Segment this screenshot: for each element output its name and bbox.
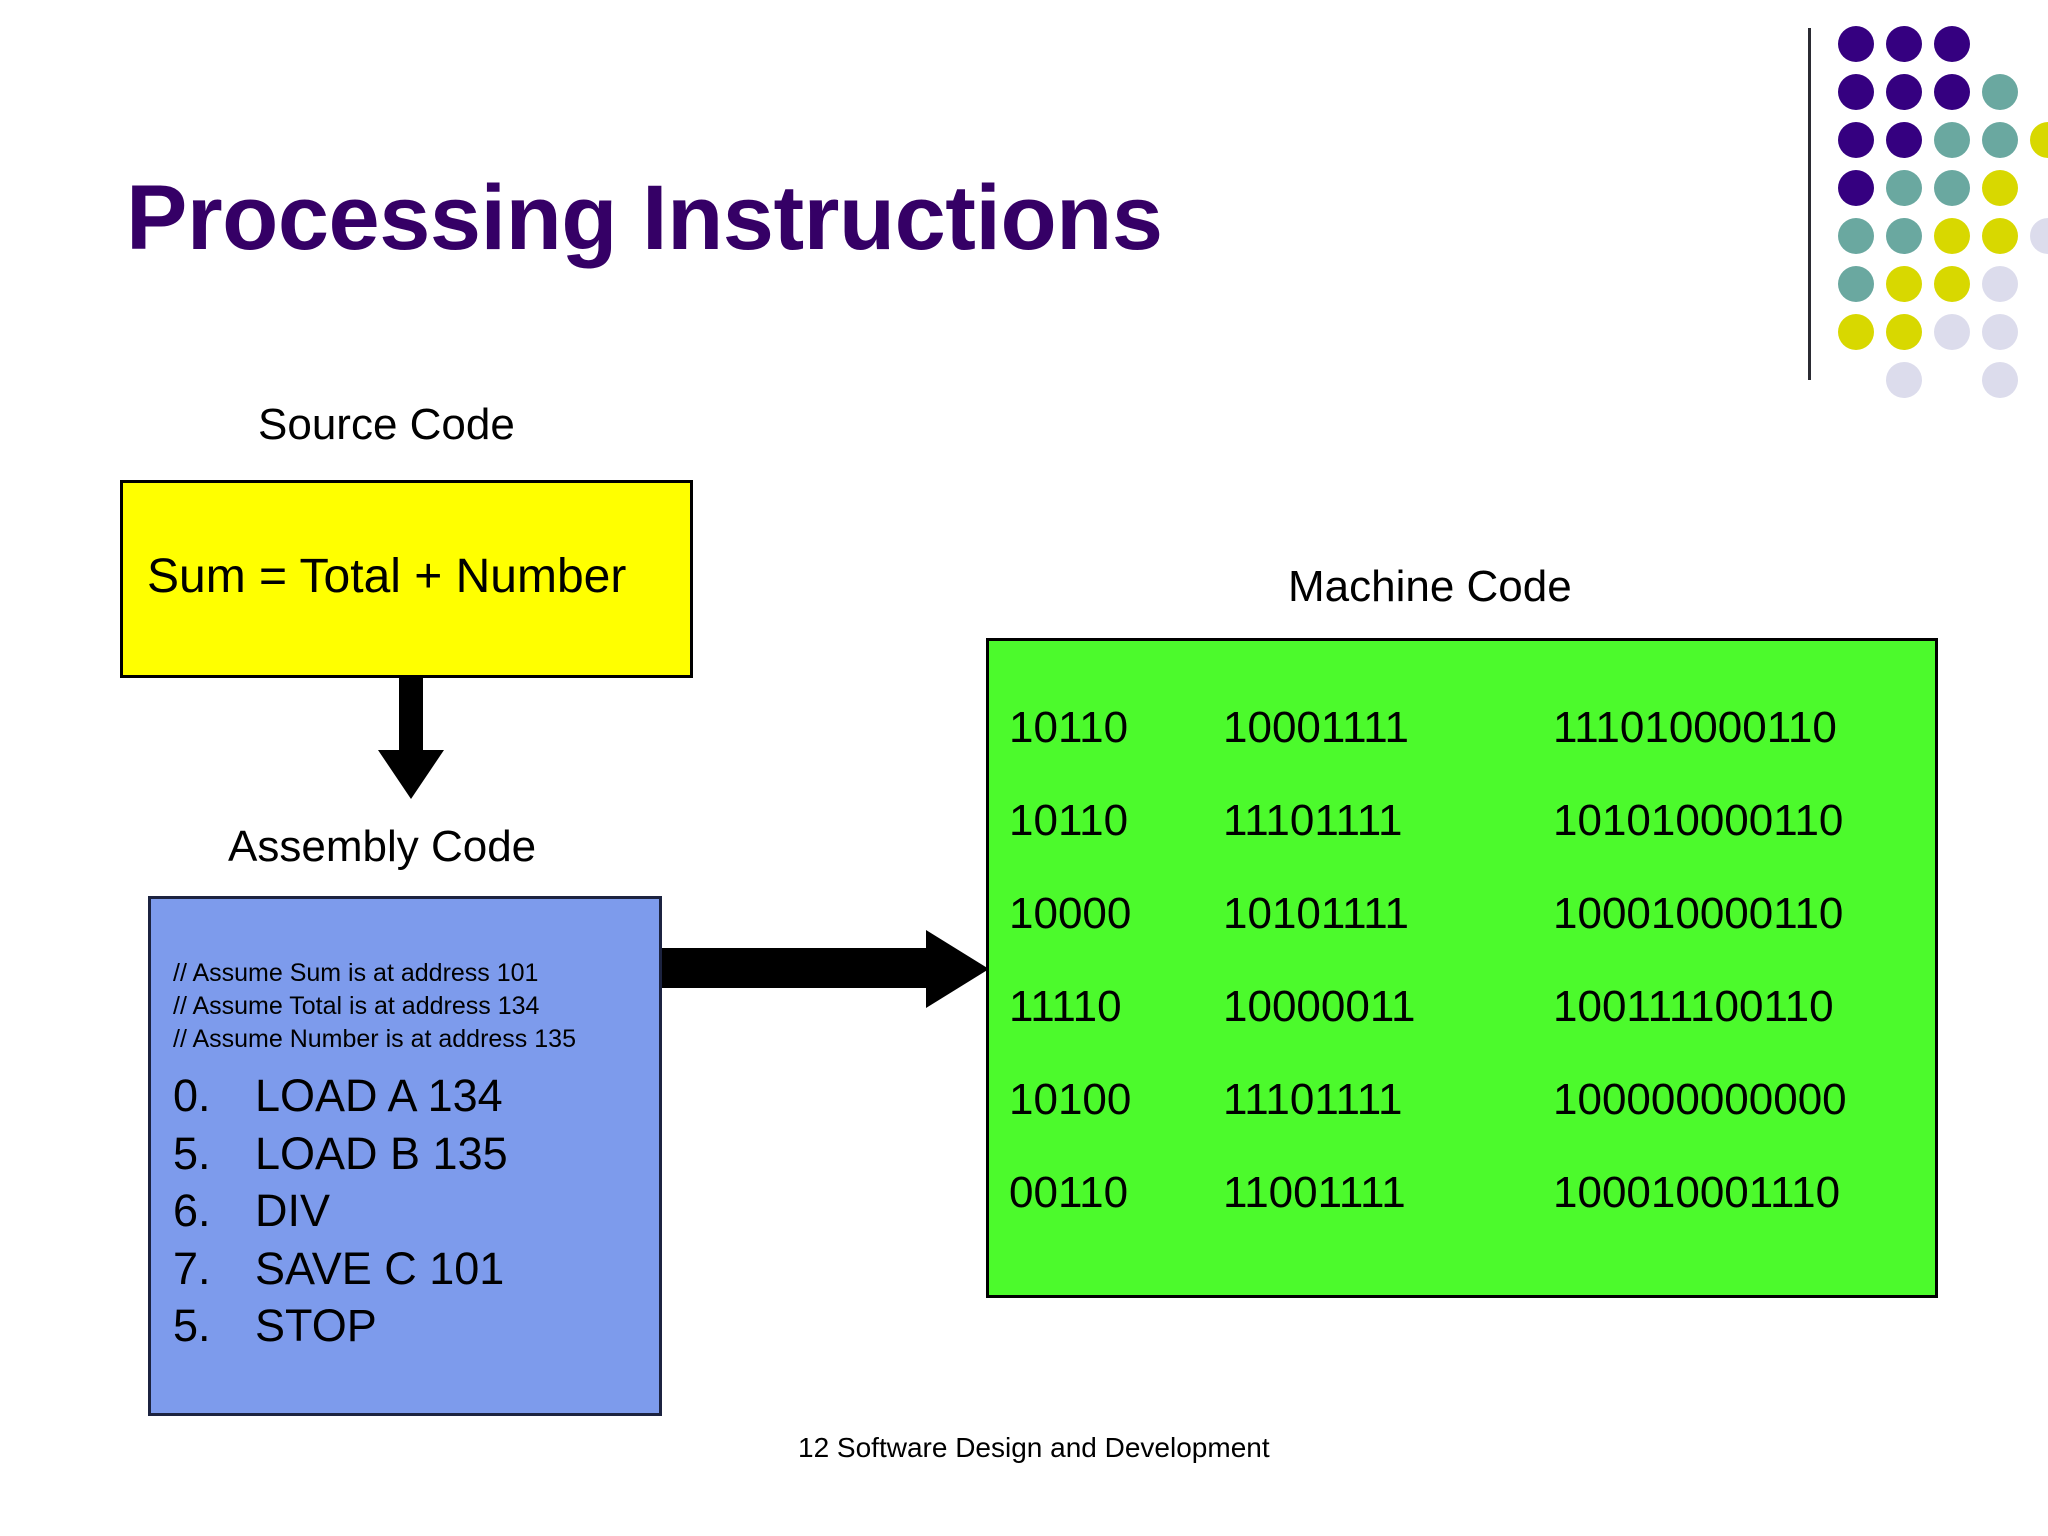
assembly-instruction-row: 5. LOAD B 135: [173, 1125, 508, 1183]
logo-dot-lavender: [1982, 266, 2018, 302]
logo-dot-lavender: [1982, 362, 2018, 398]
logo-dot-teal: [1934, 170, 1970, 206]
arrow-down-icon: [376, 678, 446, 800]
assembly-comments: // Assume Sum is at address 101 // Assume…: [173, 957, 576, 1056]
logo-dot-yellow: [1982, 218, 2018, 254]
assembly-instruction-list: 0. LOAD A 134 5. LOAD B 135 6. DIV 7. SAVE C 10…: [173, 1067, 508, 1355]
logo-dot-lavender: [1886, 362, 1922, 398]
assembly-code-label: Assembly Code: [228, 822, 537, 871]
logo-dot-purple: [1934, 74, 1970, 110]
assembly-instruction-row: 5. STOP: [173, 1297, 508, 1355]
logo-dot-teal: [1886, 218, 1922, 254]
logo-dot-lavender: [1982, 314, 2018, 350]
source-code-box: Sum = Total + Number: [120, 480, 693, 678]
machine-code-operand2: 100111100110: [1553, 982, 1834, 1031]
logo-dot-yellow: [1934, 266, 1970, 302]
assembly-comment-line: // Assume Total is at address 134: [173, 992, 540, 1020]
logo-dot-teal: [1982, 122, 2018, 158]
logo-dot-purple: [1886, 26, 1922, 62]
dot-matrix-logo: [1838, 26, 2048, 398]
assembly-instruction-number: 7.: [173, 1242, 211, 1294]
machine-code-operand2: 100000000000: [1553, 1075, 1847, 1124]
machine-code-operand2: 100010001110: [1553, 1168, 1841, 1217]
assembly-instruction-number: 0.: [173, 1070, 211, 1121]
machine-code-operand1: 11001111: [1223, 1168, 1406, 1217]
machine-code-row: 10110 10001111 111010000110: [1009, 703, 1917, 796]
machine-code-operand1: 10000011: [1223, 982, 1416, 1031]
machine-code-operand1: 11101111: [1223, 796, 1403, 845]
logo-dot-yellow: [1838, 314, 1874, 350]
assembly-instruction-text: DIV: [255, 1185, 331, 1237]
machine-code-row: 11110 10000011 100111100110: [1009, 982, 1917, 1075]
machine-code-row: 10000 10101111 100010000110: [1009, 889, 1917, 982]
machine-code-opcode: 10100: [1009, 1075, 1132, 1124]
machine-code-label: Machine Code: [1288, 562, 1572, 611]
logo-dot-purple: [1838, 170, 1874, 206]
logo-dot-purple: [1838, 74, 1874, 110]
logo-dot-teal: [1838, 266, 1874, 302]
assembly-instruction-row: 0. LOAD A 134: [173, 1067, 508, 1125]
logo-dot-yellow: [1886, 314, 1922, 350]
machine-code-operand1: 10101111: [1223, 889, 1409, 938]
assembly-instruction-number: 5.: [173, 1127, 211, 1179]
machine-code-opcode: 10110: [1009, 703, 1129, 752]
logo-divider-line: [1808, 28, 1811, 380]
logo-dot-purple: [1886, 74, 1922, 110]
logo-dot-teal: [1838, 218, 1874, 254]
machine-code-opcode: 10110: [1009, 796, 1129, 845]
logo-dot-purple: [1838, 122, 1874, 158]
assembly-comment-line: // Assume Number is at address 135: [173, 1025, 576, 1053]
logo-dot-purple: [1934, 26, 1970, 62]
source-code-statement: Sum = Total + Number: [147, 550, 627, 603]
assembly-instruction-row: 6. DIV: [173, 1182, 508, 1240]
assembly-instruction-row: 7. SAVE C 101: [173, 1240, 508, 1298]
assembly-comment-line: // Assume Sum is at address 101: [173, 959, 539, 987]
assembly-instruction-text: SAVE C 101: [255, 1242, 505, 1294]
machine-code-opcode: 10000: [1009, 889, 1132, 938]
assembly-code-box: // Assume Sum is at address 101 // Assume…: [148, 896, 662, 1416]
logo-dot-lavender: [2030, 218, 2048, 254]
arrow-right-icon: [662, 930, 990, 1010]
machine-code-opcode: 00110: [1009, 1168, 1129, 1217]
assembly-instruction-text: LOAD B 135: [255, 1127, 508, 1179]
assembly-instruction-number: 5.: [173, 1300, 211, 1352]
machine-code-row: 10100 11101111 100000000000: [1009, 1075, 1917, 1168]
machine-code-row: 00110 11001111 100010001110: [1009, 1168, 1917, 1261]
logo-dot-yellow: [1934, 218, 1970, 254]
logo-dot-lavender: [1934, 314, 1970, 350]
logo-dot-purple: [1886, 122, 1922, 158]
logo-dot-purple: [1838, 26, 1874, 62]
page-title: Processing Instructions: [126, 167, 1163, 269]
assembly-instruction-text: STOP: [255, 1300, 377, 1352]
logo-dot-teal: [1982, 74, 2018, 110]
assembly-instruction-number: 6.: [173, 1185, 211, 1237]
assembly-instruction-text: LOAD A 134: [255, 1070, 503, 1121]
logo-dot-yellow: [2030, 122, 2048, 158]
machine-code-opcode: 11110: [1009, 982, 1122, 1031]
machine-code-operand2: 100010000110: [1553, 889, 1844, 938]
logo-dot-yellow: [1982, 170, 2018, 206]
machine-code-operand1: 11101111: [1223, 1075, 1403, 1124]
logo-dot-teal: [1934, 122, 1970, 158]
source-code-label: Source Code: [258, 400, 515, 449]
machine-code-row: 10110 11101111 101010000110: [1009, 796, 1917, 889]
machine-code-operand2: 111010000110: [1553, 703, 1837, 752]
logo-dot-teal: [1886, 170, 1922, 206]
logo-dot-yellow: [1886, 266, 1922, 302]
machine-code-operand2: 101010000110: [1553, 796, 1844, 845]
machine-code-operand1: 10001111: [1223, 703, 1409, 752]
slide-footer: 12 Software Design and Development: [798, 1432, 1270, 1463]
